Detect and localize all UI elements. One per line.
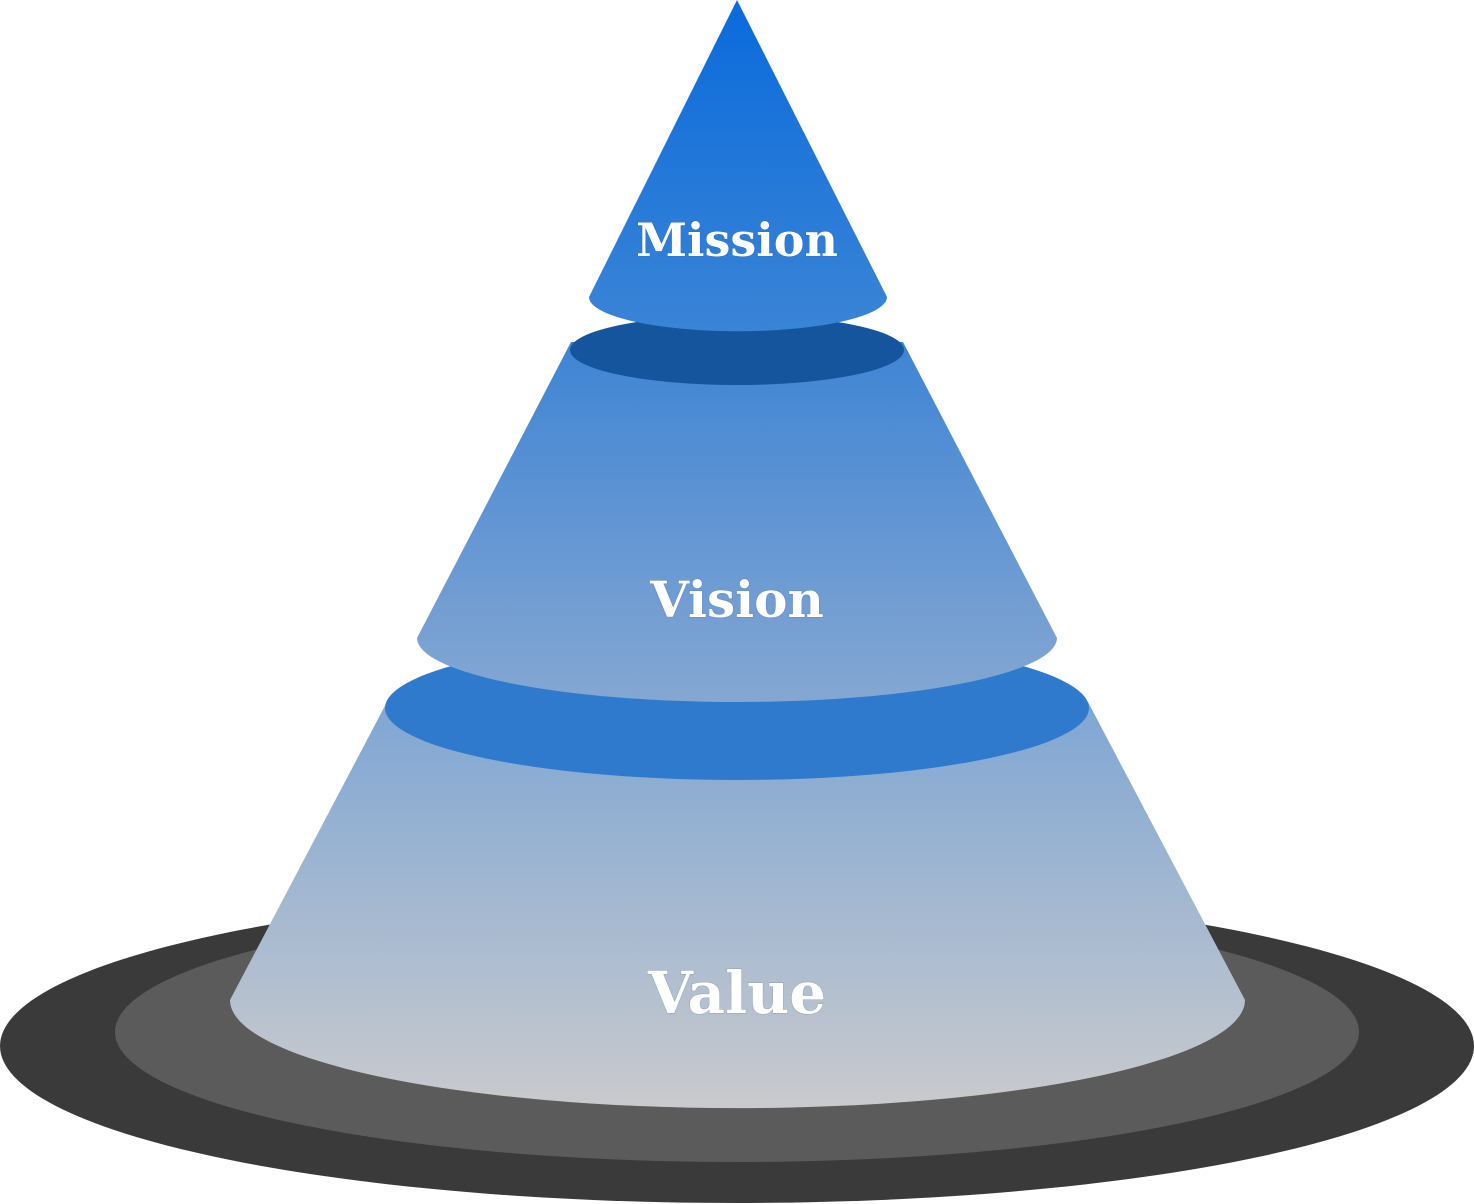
value-tier-body <box>230 702 1245 1109</box>
vision-label: Vision <box>649 570 824 629</box>
mission-label: Mission <box>636 213 838 267</box>
vision-tier-top-band <box>570 315 904 385</box>
vision-tier-body <box>417 342 1057 702</box>
mission-tier-body <box>589 0 887 332</box>
value-label: Value <box>647 959 826 1027</box>
